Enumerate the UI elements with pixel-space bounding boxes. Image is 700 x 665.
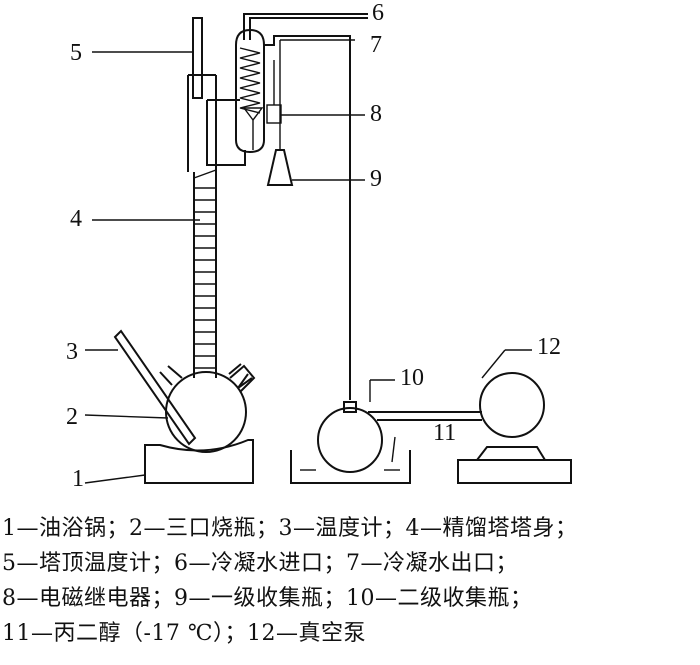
label-5: 5 bbox=[70, 40, 82, 66]
label-8: 8 bbox=[370, 101, 382, 127]
leader-lines bbox=[84, 39, 532, 484]
vacuum-pump bbox=[457, 372, 572, 484]
legend-line-2: 5—塔顶温度计；6—冷凝水进口；7—冷凝水出口； bbox=[2, 551, 518, 576]
legend-line-4: 11—丙二醇（-17 ℃）；12—真空泵 bbox=[2, 621, 367, 646]
label-3: 3 bbox=[66, 339, 78, 365]
label-6: 6 bbox=[372, 0, 384, 26]
top-thermometer bbox=[192, 17, 203, 99]
label-7: 7 bbox=[370, 32, 382, 58]
apparatus-diagram: 1 2 3 4 5 6 7 8 9 10 11 12 bbox=[66, 0, 572, 490]
label-11: 11 bbox=[433, 420, 456, 446]
distillation-column bbox=[193, 169, 217, 369]
label-4: 4 bbox=[70, 206, 82, 232]
three-neck-flask bbox=[159, 172, 256, 453]
cold-bath bbox=[290, 450, 411, 484]
second-collector bbox=[317, 401, 482, 473]
first-collector bbox=[266, 40, 294, 186]
legend-line-1: 1—油浴锅；2—三口烧瓶；3—温度计；4—精馏塔塔身； bbox=[2, 516, 578, 541]
legend-line-3: 8—电磁继电器；9—一级收集瓶；10—二级收集瓶； bbox=[2, 586, 533, 611]
oil-bath bbox=[144, 439, 254, 484]
condenser bbox=[235, 13, 368, 400]
relay bbox=[266, 60, 282, 124]
label-12: 12 bbox=[537, 334, 561, 360]
flask-thermometer bbox=[113, 329, 197, 446]
label-9: 9 bbox=[370, 166, 382, 192]
label-1: 1 bbox=[72, 466, 84, 490]
label-10: 10 bbox=[400, 365, 424, 391]
label-2: 2 bbox=[66, 404, 78, 430]
